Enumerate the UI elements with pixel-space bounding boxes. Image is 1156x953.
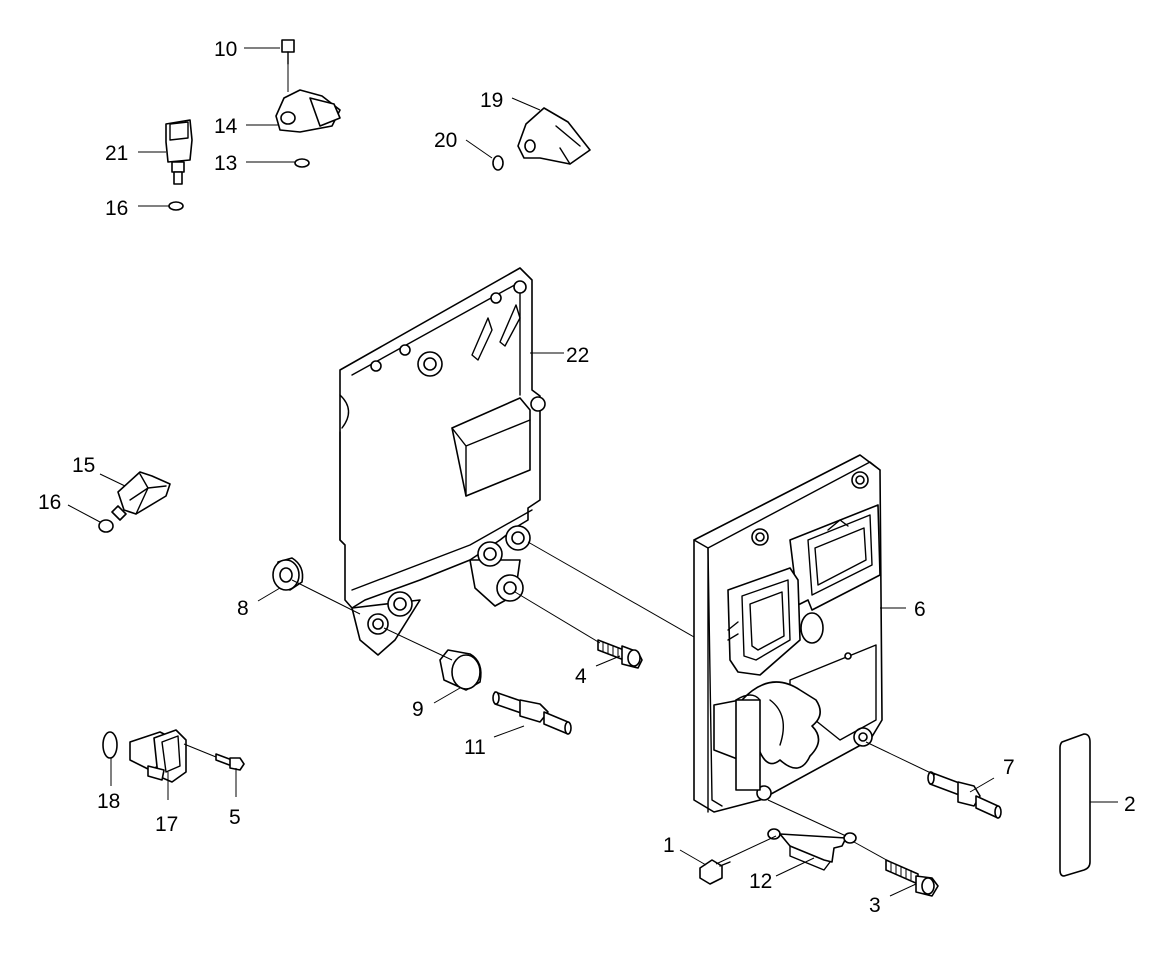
callout-17: 17: [155, 813, 178, 836]
part-2-gasket: [1059, 733, 1091, 877]
part-9-bushing: [439, 649, 482, 691]
callout-10: 10: [214, 38, 237, 61]
callout-22: 22: [566, 344, 589, 367]
callout-labels: 10 14 13 21 16 19 20 22 15 16 8 4 6 9 11…: [38, 38, 1136, 917]
callout-13: 13: [214, 152, 237, 175]
callout-7: 7: [1003, 756, 1015, 779]
callout-9: 9: [412, 698, 424, 721]
callout-11: 11: [464, 736, 486, 759]
part-13-o-ring: [294, 158, 310, 168]
callout-6: 6: [914, 598, 926, 621]
part-7-stud: [927, 771, 1002, 819]
callout-16-top: 16: [105, 197, 128, 220]
part-4-bolt: [597, 639, 643, 669]
callout-18: 18: [97, 790, 120, 813]
part-8-bushing: [272, 557, 304, 591]
callout-2: 2: [1124, 793, 1136, 816]
callout-5: 5: [229, 806, 241, 829]
part-19-sensor: [517, 107, 591, 165]
part-1-screw: [699, 859, 731, 885]
callout-1: 1: [663, 834, 675, 857]
callout-21: 21: [105, 142, 128, 165]
leader-lines: [67, 47, 1118, 897]
part-10-screw: [281, 39, 295, 65]
part-22-bracket-plate: [339, 267, 546, 656]
callout-15: 15: [72, 454, 95, 477]
part-11-stud: [492, 691, 572, 735]
callout-16-mid: 16: [38, 491, 61, 514]
callout-12: 12: [749, 870, 772, 893]
part-15-sensor: [111, 471, 171, 521]
part-18-o-ring: [102, 731, 118, 759]
callout-14: 14: [214, 115, 238, 138]
part-14-sensor: [275, 89, 341, 133]
callout-3: 3: [869, 894, 881, 917]
part-5-screw: [215, 753, 245, 771]
part-21-sensor: [165, 119, 193, 185]
part-16a-o-ring: [168, 201, 184, 211]
part-20-o-ring: [492, 155, 504, 171]
part-16b-o-ring: [98, 519, 114, 533]
part-6-control-unit: [693, 454, 883, 813]
callout-4: 4: [575, 665, 587, 688]
part-3-bolt: [885, 859, 939, 897]
callout-19: 19: [480, 89, 503, 112]
part-17-sensor: [129, 729, 187, 783]
callout-8: 8: [237, 597, 249, 620]
part-12-clip: [767, 828, 857, 871]
callout-20: 20: [434, 129, 457, 152]
